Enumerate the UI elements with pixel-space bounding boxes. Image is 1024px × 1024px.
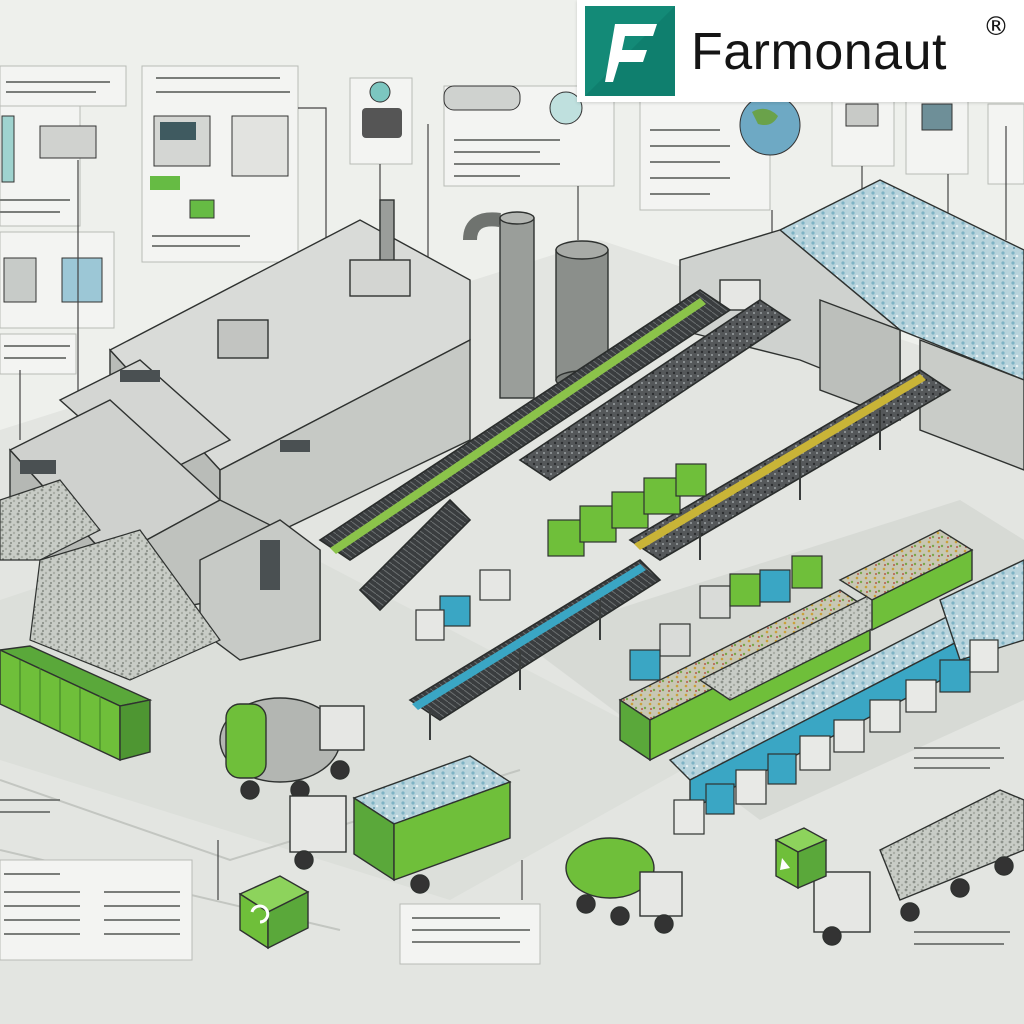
annotation-panels-bottom: [0, 747, 1010, 965]
dump-truck-container: [289, 755, 512, 894]
green-container-left: [0, 645, 153, 762]
conveyor-supports: [429, 410, 881, 740]
sorting-bins: [415, 463, 823, 681]
green-tanker-truck: [565, 837, 683, 934]
material-piles: [0, 479, 221, 681]
white-bins: [673, 639, 999, 835]
farmonaut-f-logo-icon: [585, 6, 675, 96]
flatbed-truck: [813, 789, 1024, 946]
building-windows: [20, 370, 310, 590]
annotation-panel-devices: [1, 115, 289, 303]
annotation-panels-top: [349, 77, 1024, 211]
conveyor-belts: [318, 289, 952, 721]
storage-warehouse: [679, 179, 1024, 471]
annotation-placeholder-lines: [0, 77, 290, 359]
silos: [463, 211, 609, 399]
recycling-symbol-icon: [238, 875, 310, 950]
brand-name: Farmonaut: [691, 23, 947, 81]
brand-logo-panel: Farmonaut ®: [577, 0, 1024, 102]
recycling-symbol-icon: [774, 827, 828, 890]
tanker-truck: [219, 697, 365, 800]
registered-trademark-mark: ®: [983, 12, 1009, 42]
